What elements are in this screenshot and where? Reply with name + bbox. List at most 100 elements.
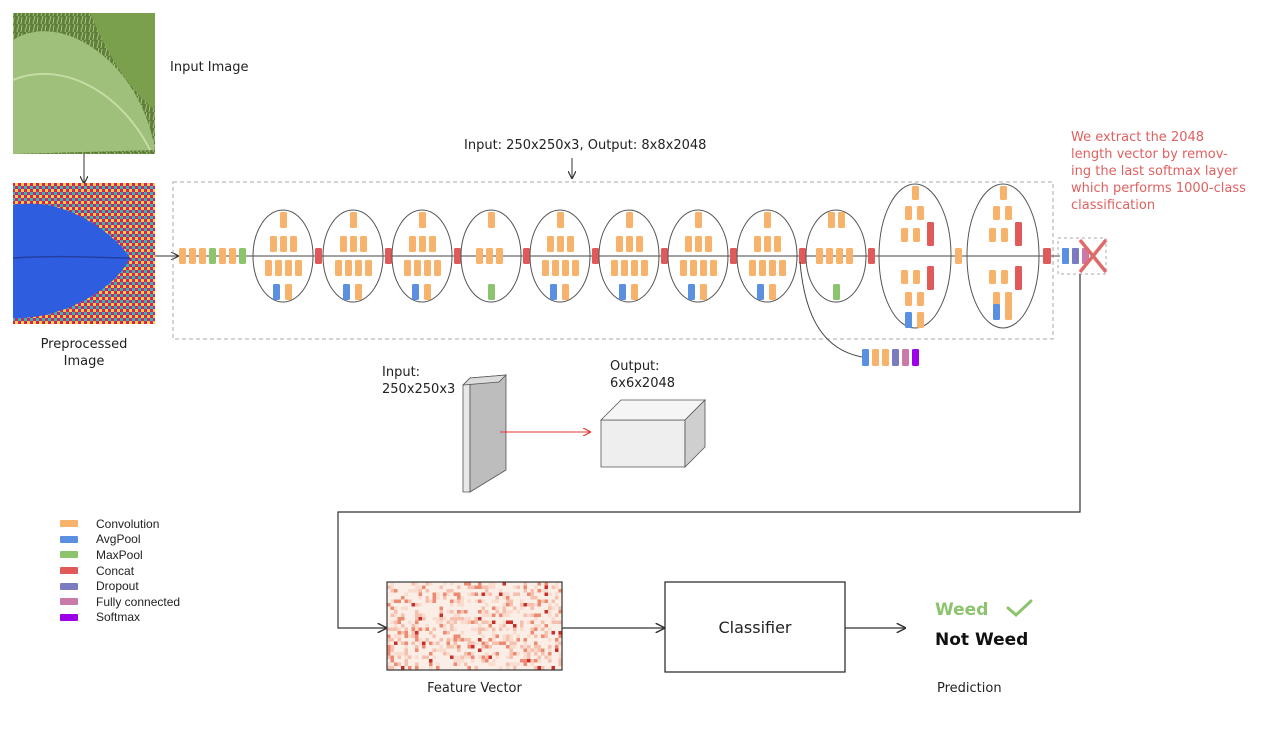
feature-cell: [418, 603, 422, 607]
feature-cell: [404, 599, 408, 603]
feature-cell: [429, 641, 433, 645]
feature-cell: [474, 585, 478, 589]
feature-cell: [411, 589, 415, 593]
feature-cell: [481, 634, 485, 638]
feature-cell: [506, 634, 510, 638]
feature-cell: [523, 645, 527, 649]
feature-cell: [387, 655, 391, 659]
feature-cell: [558, 662, 562, 666]
feature-cell: [485, 610, 489, 614]
layer-block: [350, 236, 357, 252]
feature-cell: [520, 624, 524, 628]
concat-layer: [799, 248, 806, 264]
layer-block: [557, 236, 564, 252]
feature-cell: [534, 645, 538, 649]
feature-cell: [457, 617, 461, 621]
feature-cell: [460, 603, 464, 607]
feature-cell: [450, 638, 454, 642]
feature-cell: [390, 606, 394, 610]
stem-layer: [189, 248, 196, 264]
feature-cell: [415, 589, 419, 593]
feature-cell: [467, 666, 471, 670]
feature-cell: [527, 634, 531, 638]
layer-block: [285, 260, 292, 276]
layer-block: [757, 284, 764, 300]
feature-cell: [401, 606, 405, 610]
feature-cell: [457, 603, 461, 607]
feature-cell: [541, 589, 545, 593]
feature-cell: [558, 606, 562, 610]
feature-cell: [534, 603, 538, 607]
feature-cell: [485, 652, 489, 656]
layer-block: [409, 236, 416, 252]
aux-layer: [872, 349, 879, 366]
feature-cell: [425, 624, 429, 628]
feature-cell: [481, 620, 485, 624]
concat-layer: [523, 248, 530, 264]
feature-cell: [394, 641, 398, 645]
feature-cell: [492, 662, 496, 666]
feature-cell: [432, 599, 436, 603]
layer-block: [764, 212, 771, 228]
feature-cell: [397, 638, 401, 642]
feature-cell: [551, 585, 555, 589]
feature-cell: [418, 596, 422, 600]
inception-module: [391, 209, 461, 303]
feature-cell: [443, 627, 447, 631]
feature-cell: [506, 666, 510, 670]
layer-block: [913, 228, 920, 242]
feature-cell: [404, 652, 408, 656]
feature-cell: [495, 652, 499, 656]
feature-cell: [488, 592, 492, 596]
feature-cell: [485, 627, 489, 631]
feature-cell: [387, 641, 391, 645]
feature-cell: [464, 638, 468, 642]
feature-cell: [558, 620, 562, 624]
feature-cell: [387, 603, 391, 607]
feature-cell: [457, 655, 461, 659]
feature-cell: [523, 585, 527, 589]
feature-cell: [390, 659, 394, 663]
feature-cell: [516, 662, 520, 666]
feature-cell: [457, 648, 461, 652]
layer-block: [993, 292, 1000, 306]
feature-cell: [481, 659, 485, 663]
feature-cell: [551, 606, 555, 610]
feature-cell: [429, 652, 433, 656]
feature-cell: [415, 624, 419, 628]
feature-cell: [401, 652, 405, 656]
feature-cell: [506, 610, 510, 614]
feature-cell: [506, 613, 510, 617]
feature-cell: [453, 645, 457, 649]
feature-vector-label: Feature Vector: [427, 681, 522, 696]
feature-cell: [422, 617, 426, 621]
feature-cell: [415, 638, 419, 642]
layer-block: [705, 236, 712, 252]
feature-cell: [474, 599, 478, 603]
layer-block: [690, 260, 697, 276]
feature-cell: [558, 610, 562, 614]
feature-cell: [492, 627, 496, 631]
inception-modules: [252, 183, 1051, 329]
legend-swatch: [60, 551, 78, 559]
layer-block: [335, 260, 342, 276]
feature-cell: [513, 592, 517, 596]
feature-cell: [492, 606, 496, 610]
feature-cell: [474, 641, 478, 645]
feature-cell: [558, 659, 562, 663]
connector-line: [337, 274, 1081, 628]
stem-layer: [209, 248, 216, 264]
feature-cell: [485, 585, 489, 589]
feature-cell: [478, 638, 482, 642]
layer-block: [905, 206, 912, 220]
feature-cell: [446, 645, 450, 649]
feature-cell: [516, 638, 520, 642]
feature-cell: [450, 599, 454, 603]
feature-cell: [509, 652, 513, 656]
layer-block: [901, 270, 908, 284]
feature-cell: [394, 613, 398, 617]
inception-module-large: [878, 183, 962, 329]
feature-cell: [425, 582, 429, 586]
feature-cell: [446, 641, 450, 645]
feature-cell: [534, 641, 538, 645]
